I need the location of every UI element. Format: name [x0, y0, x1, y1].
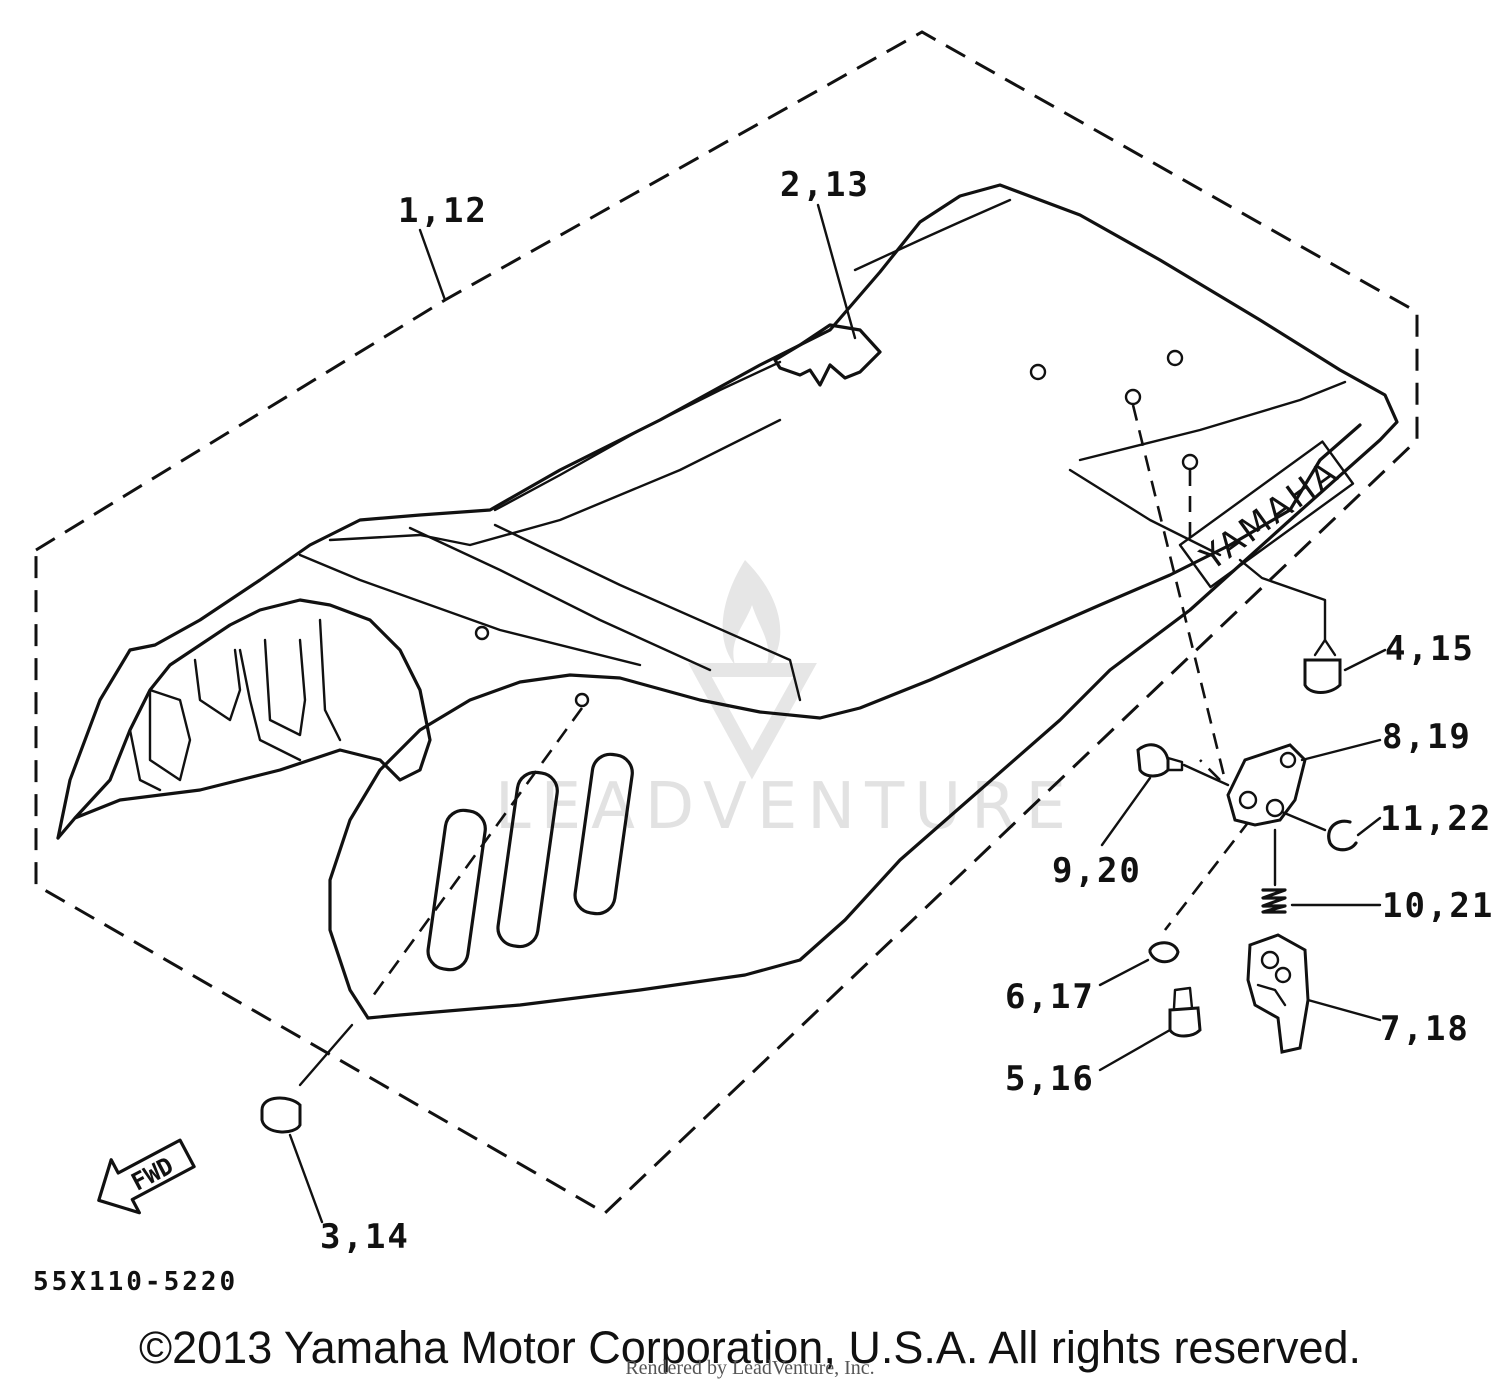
callout-screw: 5,16: [1005, 1059, 1095, 1099]
callout-damper: 3,14: [320, 1217, 410, 1257]
hook-bracket: [1226, 738, 1382, 827]
rendered-by-note: Rendered by LeadVenture, Inc.: [625, 1357, 875, 1379]
callout-bracket: 8,19: [1382, 717, 1472, 757]
bolt-part: [1100, 743, 1230, 847]
seat-lock-hook: [1246, 933, 1382, 1054]
copyright-notice: ©2013 Yamaha Motor Corporation, U.S.A. A…: [138, 1322, 1362, 1373]
leader-line-seat: [418, 228, 447, 302]
damper-part-rear: [1238, 558, 1387, 694]
spring-part: [1261, 828, 1382, 914]
callout-hook: 7,18: [1380, 1009, 1470, 1049]
callout-bolt: 9,20: [1052, 851, 1142, 891]
hidden-line-hole-1: [1131, 404, 1227, 781]
seat-assembly: [56, 183, 1399, 1020]
callout-spring: 10,21: [1382, 886, 1494, 926]
callout-seat: 1,12: [398, 191, 488, 231]
hidden-line-front: [368, 707, 584, 1001]
callout-collar: 6,17: [1005, 977, 1095, 1017]
hidden-line-bracket: [1199, 759, 1221, 781]
diagram-part-code: 55X110-5220: [33, 1267, 238, 1297]
screw-part: [1098, 986, 1202, 1072]
hidden-line-hook: [1163, 819, 1252, 931]
leader-line-strap: [816, 203, 857, 340]
callout-circlip: 11,22: [1380, 799, 1492, 839]
circlip-part: [1280, 810, 1382, 852]
forward-arrow-icon: FWD: [97, 1138, 196, 1215]
damper-part: [260, 1023, 354, 1224]
callout-strap: 2,13: [780, 165, 870, 205]
emblem-text: YAMAHA: [1193, 452, 1347, 579]
yamaha-emblem: YAMAHA: [1178, 440, 1355, 589]
seat-strap: [773, 323, 882, 387]
leadventure-watermark: LEADVENTURE: [495, 560, 1066, 844]
fwd-label: FWD: [127, 1152, 178, 1197]
collar-part: [1098, 941, 1180, 987]
callout-damper-rear: 4,15: [1385, 629, 1475, 669]
